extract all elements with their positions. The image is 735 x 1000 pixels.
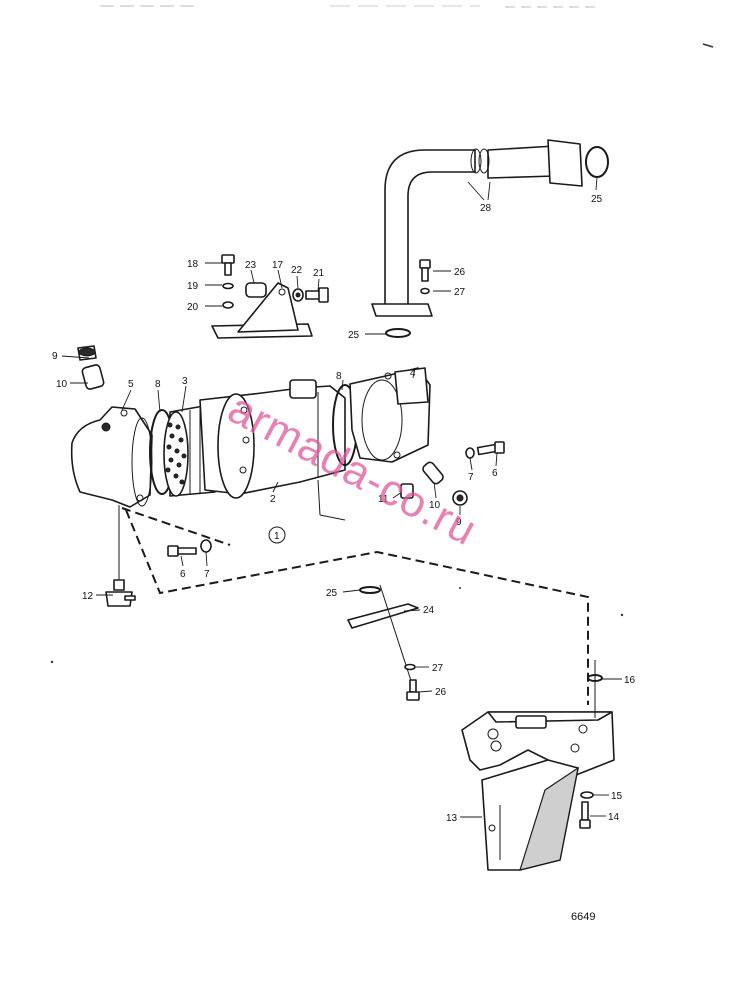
callout-11: 11	[378, 494, 389, 505]
zinc-anode	[422, 461, 444, 485]
zinc-anode	[81, 364, 105, 390]
hose-routing	[121, 507, 589, 705]
callout-25: 25	[591, 194, 603, 205]
support-bar	[347, 603, 419, 629]
callout-4: 4	[410, 368, 416, 379]
callout-9: 9	[52, 351, 58, 362]
callout-25: 25	[326, 588, 338, 599]
callout-12: 12	[82, 591, 94, 602]
callout-10: 10	[429, 500, 441, 511]
callout-15: 15	[611, 791, 623, 802]
callout-2: 2	[270, 494, 276, 505]
scan-marks	[100, 5, 714, 48]
bolt	[305, 287, 329, 303]
callout-26: 26	[454, 267, 466, 278]
callout-8: 8	[155, 379, 161, 390]
callout-labels: 28 25 18 19 20 23 17 22 21 26 27 25 9 10…	[52, 194, 636, 824]
callout-21: 21	[313, 268, 325, 279]
callout-10: 10	[56, 379, 68, 390]
drawing-number: 6649	[571, 911, 595, 923]
callout-20: 20	[187, 302, 199, 313]
gasket-ring	[385, 328, 411, 338]
callout-17: 17	[272, 260, 284, 271]
callout-7: 7	[204, 569, 210, 580]
drain-plug	[400, 483, 414, 499]
bolt	[465, 441, 505, 459]
exhaust-pipe	[371, 139, 583, 317]
callout-9: 9	[456, 517, 462, 528]
callout-18: 18	[187, 259, 199, 270]
drain-plug	[77, 345, 97, 361]
bolt	[404, 663, 420, 701]
callout-14: 14	[608, 812, 620, 823]
callout-24: 24	[423, 605, 435, 616]
gasket-ring	[585, 146, 609, 178]
mounting-bracket	[211, 282, 313, 339]
callout-28: 28	[480, 203, 492, 214]
drain-plug	[452, 490, 468, 506]
callout-25: 25	[348, 330, 360, 341]
bolt	[167, 539, 212, 557]
bolt	[221, 254, 235, 309]
group-marker-circle	[268, 526, 286, 544]
callout-16: 16	[624, 675, 636, 686]
bolt	[579, 801, 591, 829]
callout-19: 19	[187, 281, 199, 292]
callout-5: 5	[128, 379, 134, 390]
drain-cock	[105, 505, 136, 607]
washer	[580, 791, 594, 799]
callout-26: 26	[435, 687, 447, 698]
group-marker: 1	[274, 531, 280, 542]
callout-7: 7	[468, 472, 474, 483]
washer	[292, 288, 304, 302]
heat-exchanger	[70, 367, 431, 508]
callout-27: 27	[432, 663, 444, 674]
pump-housing	[461, 711, 615, 871]
bolt	[419, 259, 431, 295]
callout-6: 6	[180, 569, 186, 580]
callout-27: 27	[454, 287, 466, 298]
spacer-sleeve	[245, 282, 267, 298]
tube-ends	[165, 422, 187, 485]
callout-22: 22	[291, 265, 303, 276]
callout-13: 13	[446, 813, 458, 824]
callout-6: 6	[492, 468, 498, 479]
callout-3: 3	[182, 376, 188, 387]
gasket-ring	[359, 586, 381, 594]
callout-8: 8	[336, 371, 342, 382]
callout-23: 23	[245, 260, 257, 271]
leader-lines	[61, 176, 622, 818]
